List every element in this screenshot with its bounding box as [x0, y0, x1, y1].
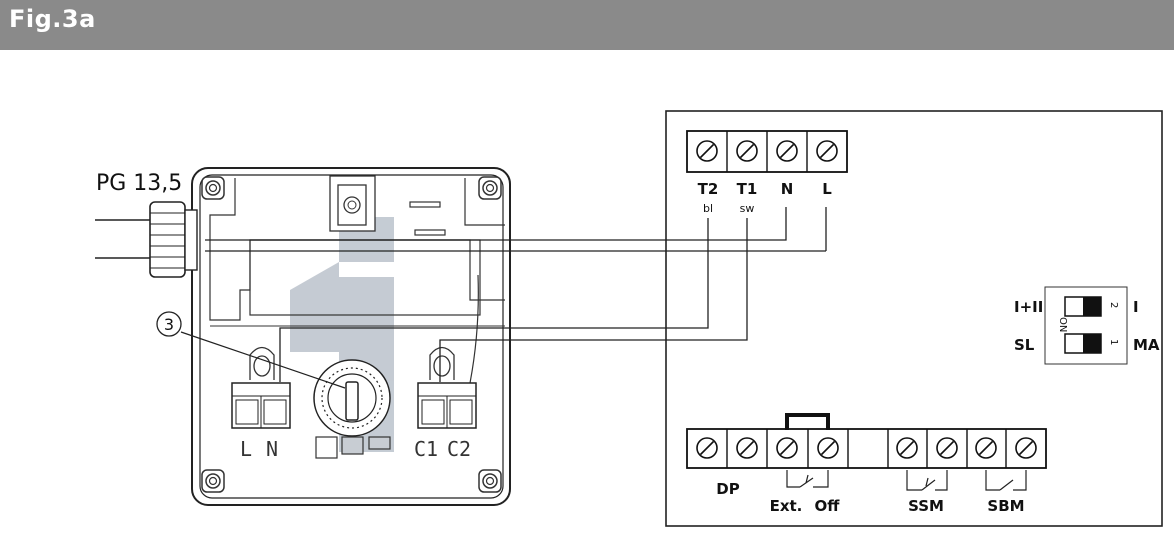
contact-symbols: [786, 470, 1027, 491]
rotary-dial-icon: [313, 359, 391, 437]
corner-screw-icon: [478, 176, 502, 200]
terminal-block-c1c2: [417, 274, 479, 429]
terminal-screw-icon: [776, 437, 798, 459]
terminal-n-label: N: [781, 180, 794, 198]
terminal-label-n: N: [266, 437, 278, 461]
label-dp: DP: [716, 480, 739, 498]
dip-number-1: 1: [1108, 339, 1119, 345]
label-ext: Ext.: [770, 497, 803, 515]
label-ssm: SSM: [908, 497, 944, 515]
dip-number-2: 2: [1108, 302, 1119, 308]
terminal-label-l: L: [240, 437, 252, 461]
terminal-screw-icon: [736, 140, 758, 162]
terminal-screw-icon: [936, 437, 958, 459]
jumper-bridge: [785, 413, 830, 430]
terminal-screw-icon: [1015, 437, 1037, 459]
terminal-t2-label: T2: [698, 180, 719, 198]
terminal-screw-icon: [896, 437, 918, 459]
dip-label-i: I: [1133, 298, 1139, 316]
dip-label-sl: SL: [1014, 336, 1035, 354]
terminal-screw-icon: [816, 140, 838, 162]
corner-screw-icon: [201, 469, 225, 493]
control-module: L N C1 C2: [191, 167, 511, 506]
terminal-screw-icon: [736, 437, 758, 459]
terminal-t2-color: bl: [703, 202, 713, 215]
bottom-terminal-block: [686, 428, 1047, 469]
figure-header-bar: Fig.3a: [0, 0, 1174, 50]
corner-screw-icon: [201, 176, 225, 200]
terminal-label-c2: C2: [447, 437, 471, 461]
terminal-label-c1: C1: [414, 437, 438, 461]
callout-3: [156, 311, 346, 389]
dip-label-i-ii: I+II: [1014, 298, 1043, 316]
terminal-screw-icon: [975, 437, 997, 459]
terminal-t1-color: sw: [740, 202, 755, 215]
terminal-screw-icon: [776, 140, 798, 162]
dip-switch: [1044, 286, 1128, 365]
dip-label-ma: MA: [1133, 336, 1160, 354]
terminal-l-label: L: [822, 180, 832, 198]
corner-screw-icon: [478, 469, 502, 493]
controller-panel: [665, 110, 1163, 527]
wiring-lines: [205, 207, 827, 382]
figure-title: Fig.3a: [9, 5, 96, 33]
terminal-screw-icon: [817, 437, 839, 459]
label-sbm: SBM: [987, 497, 1024, 515]
terminal-screw-icon: [696, 437, 718, 459]
dip-on-label: ON: [1057, 317, 1068, 332]
cable-gland-label: PG 13,5: [96, 171, 182, 196]
label-off: Off: [815, 497, 841, 515]
top-terminal-block: [686, 130, 848, 173]
terminal-t1-label: T1: [737, 180, 758, 198]
callout-number: 3: [164, 315, 174, 334]
terminal-screw-icon: [696, 140, 718, 162]
cable-gland-icon: [95, 201, 198, 278]
